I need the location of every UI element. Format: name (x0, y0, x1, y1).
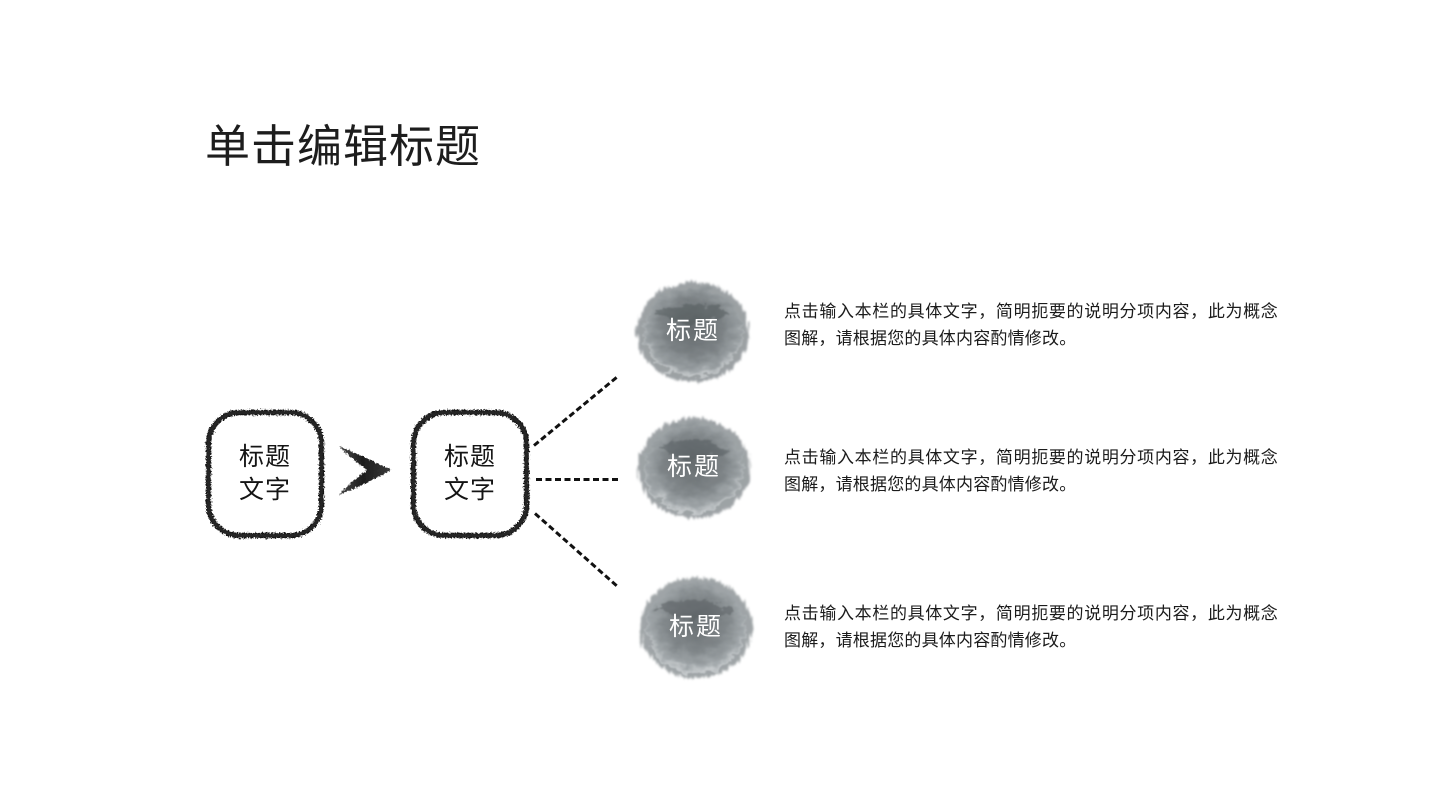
item-description-1: 点击输入本栏的具体文字，简明扼要的说明分项内容，此为概念图解，请根据您的具体内容… (784, 302, 1278, 348)
ink-blot-circle-2-label: 标题 (666, 454, 721, 481)
flow-box-2-label: 标题 文字 (443, 444, 496, 504)
flow-box-1-label: 标题 文字 (238, 444, 291, 504)
ink-blot-circle-3[interactable]: 标题 (636, 574, 756, 682)
connector-line-middle (536, 478, 618, 481)
page-title: 单击编辑标题 (205, 122, 482, 172)
brush-rounded-frame-icon (410, 409, 530, 539)
ink-blot-icon (640, 578, 752, 678)
ink-blot-icon (637, 282, 749, 382)
ink-blot-icon (638, 418, 750, 518)
brush-chevron-right-icon (339, 446, 391, 495)
item-description-3: 点击输入本栏的具体文字，简明扼要的说明分项内容，此为概念图解，请根据您的具体内容… (784, 604, 1278, 650)
connector-line-bottom (534, 512, 618, 587)
ink-blot-circle-2[interactable]: 标题 (634, 414, 754, 522)
item-description-2: 点击输入本栏的具体文字，简明扼要的说明分项内容，此为概念图解，请根据您的具体内容… (784, 448, 1278, 494)
flow-box-1[interactable]: 标题 文字 (204, 408, 326, 540)
ink-blot-circle-1-label: 标题 (665, 318, 720, 345)
flow-box-2[interactable]: 标题 文字 (409, 408, 531, 540)
connector-line-top (533, 376, 618, 447)
ink-blot-circle-3-label: 标题 (668, 614, 723, 641)
ink-blot-circle-1[interactable]: 标题 (633, 278, 753, 386)
brush-rounded-frame-icon (205, 409, 325, 539)
